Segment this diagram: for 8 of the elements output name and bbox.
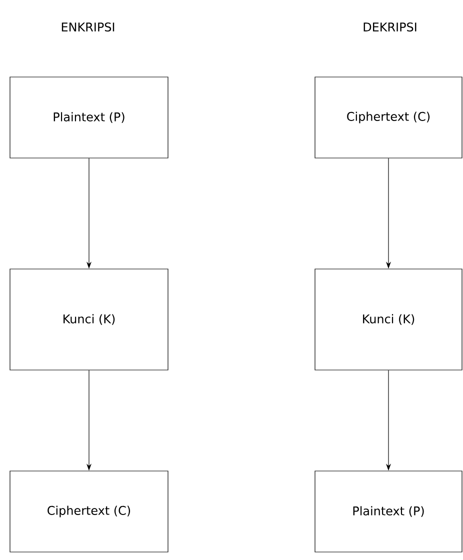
process-box: Ciphertext (C)	[10, 470, 168, 552]
process-box: Plaintext (P)	[314, 470, 462, 552]
process-box: Kunci (K)	[314, 268, 462, 370]
process-box: Ciphertext (C)	[314, 76, 462, 158]
process-box: Plaintext (P)	[10, 76, 168, 158]
column-heading: ENKRIPSI	[62, 22, 114, 32]
process-box: Kunci (K)	[10, 268, 168, 370]
column-heading: DEKRIPSI	[364, 22, 416, 32]
